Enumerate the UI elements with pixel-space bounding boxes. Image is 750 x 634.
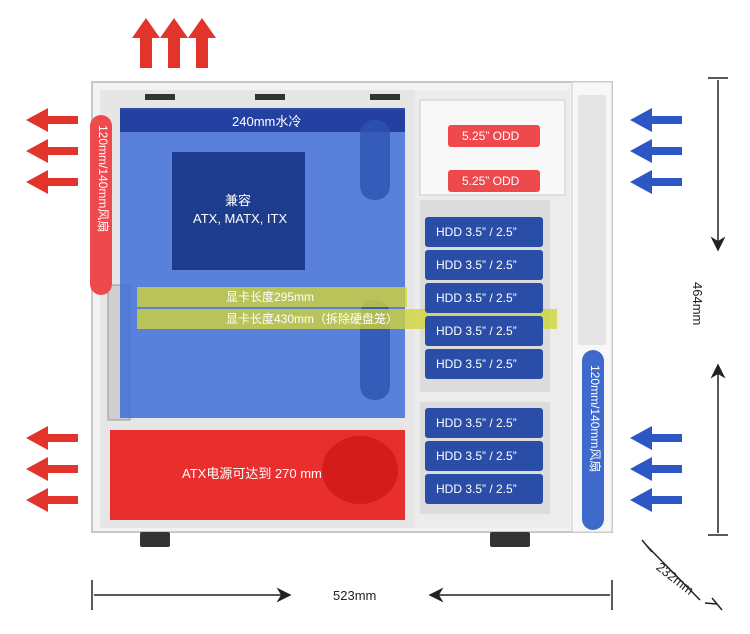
odd-label-1: 5.25” ODD: [462, 129, 520, 143]
gpu-295-label: 显卡长度295mm: [226, 290, 315, 304]
odd-bay-2: [448, 170, 540, 192]
compat-formats: ATX, MATX, ITX: [193, 211, 288, 226]
psu-label: ATX电源可达到 270 mm: [182, 466, 322, 481]
gpu-295-band: [137, 287, 407, 307]
right-fan-pill: [582, 350, 604, 530]
compat-box: [172, 152, 305, 270]
right-fan-label: 120mm/140mm风扇: [588, 365, 602, 473]
left-fan-pill: [90, 115, 112, 295]
width-label: 523mm: [333, 588, 377, 603]
hdd-label-7: HDD 3.5” / 2.5”: [436, 449, 517, 463]
compat-title: 兼容: [225, 193, 252, 208]
left-fan-label: 120mm/140mm风扇: [96, 125, 110, 233]
depth-dimension: [641, 539, 723, 611]
hdd-label-5: HDD 3.5” / 2.5”: [436, 357, 517, 371]
hdd-label-1: HDD 3.5” / 2.5”: [436, 225, 517, 239]
hdd-trays: [425, 217, 543, 504]
radiator-label: 240mm水冷: [232, 114, 302, 129]
hdd-label-3: HDD 3.5” / 2.5”: [436, 291, 517, 305]
height-dimension: [708, 77, 728, 536]
height-label: 464mm: [690, 282, 705, 326]
hdd-label-8: HDD 3.5” / 2.5”: [436, 482, 517, 496]
odd-label-2: 5.25” ODD: [462, 174, 520, 188]
hdd-label-2: HDD 3.5” / 2.5”: [436, 258, 517, 272]
exhaust-arrows: [26, 18, 216, 512]
intake-arrows: [630, 108, 682, 512]
odd-bay-1: [448, 125, 540, 147]
hdd-label-4: HDD 3.5” / 2.5”: [436, 324, 517, 338]
gpu-430-label: 显卡长度430mm（拆除硬盘笼）: [226, 312, 399, 326]
width-dimension: [91, 580, 613, 610]
radiator-zone: [120, 108, 405, 132]
hdd-label-6: HDD 3.5” / 2.5”: [436, 416, 517, 430]
